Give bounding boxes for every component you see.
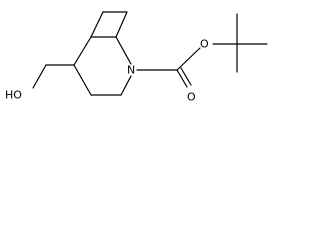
bond-c5-to-c4 bbox=[73, 64, 92, 96]
bond-fusion-to-c5 bbox=[73, 36, 92, 66]
bond-cyclopropane-left bbox=[90, 11, 104, 38]
bond-carbonyl-double-a bbox=[176, 69, 188, 88]
bond-ch2-to-oh bbox=[32, 64, 47, 89]
bond-nitrogen-to-fusion bbox=[115, 36, 132, 65]
ester-oxygen-label: O bbox=[200, 38, 209, 51]
bond-cyclopropane-right bbox=[115, 11, 128, 38]
hydroxyl-label: HO bbox=[5, 89, 22, 102]
bond-c3-to-nitrogen bbox=[120, 75, 132, 96]
carbonyl-oxygen-label: O bbox=[187, 91, 196, 104]
bond-carbonyl-double-b bbox=[180, 67, 192, 86]
bond-carbonyl-to-ester-oxygen bbox=[176, 47, 201, 71]
ring-nitrogen-label: N bbox=[127, 64, 135, 77]
molecule-structure-diagram: HO N O O bbox=[5, 11, 268, 104]
